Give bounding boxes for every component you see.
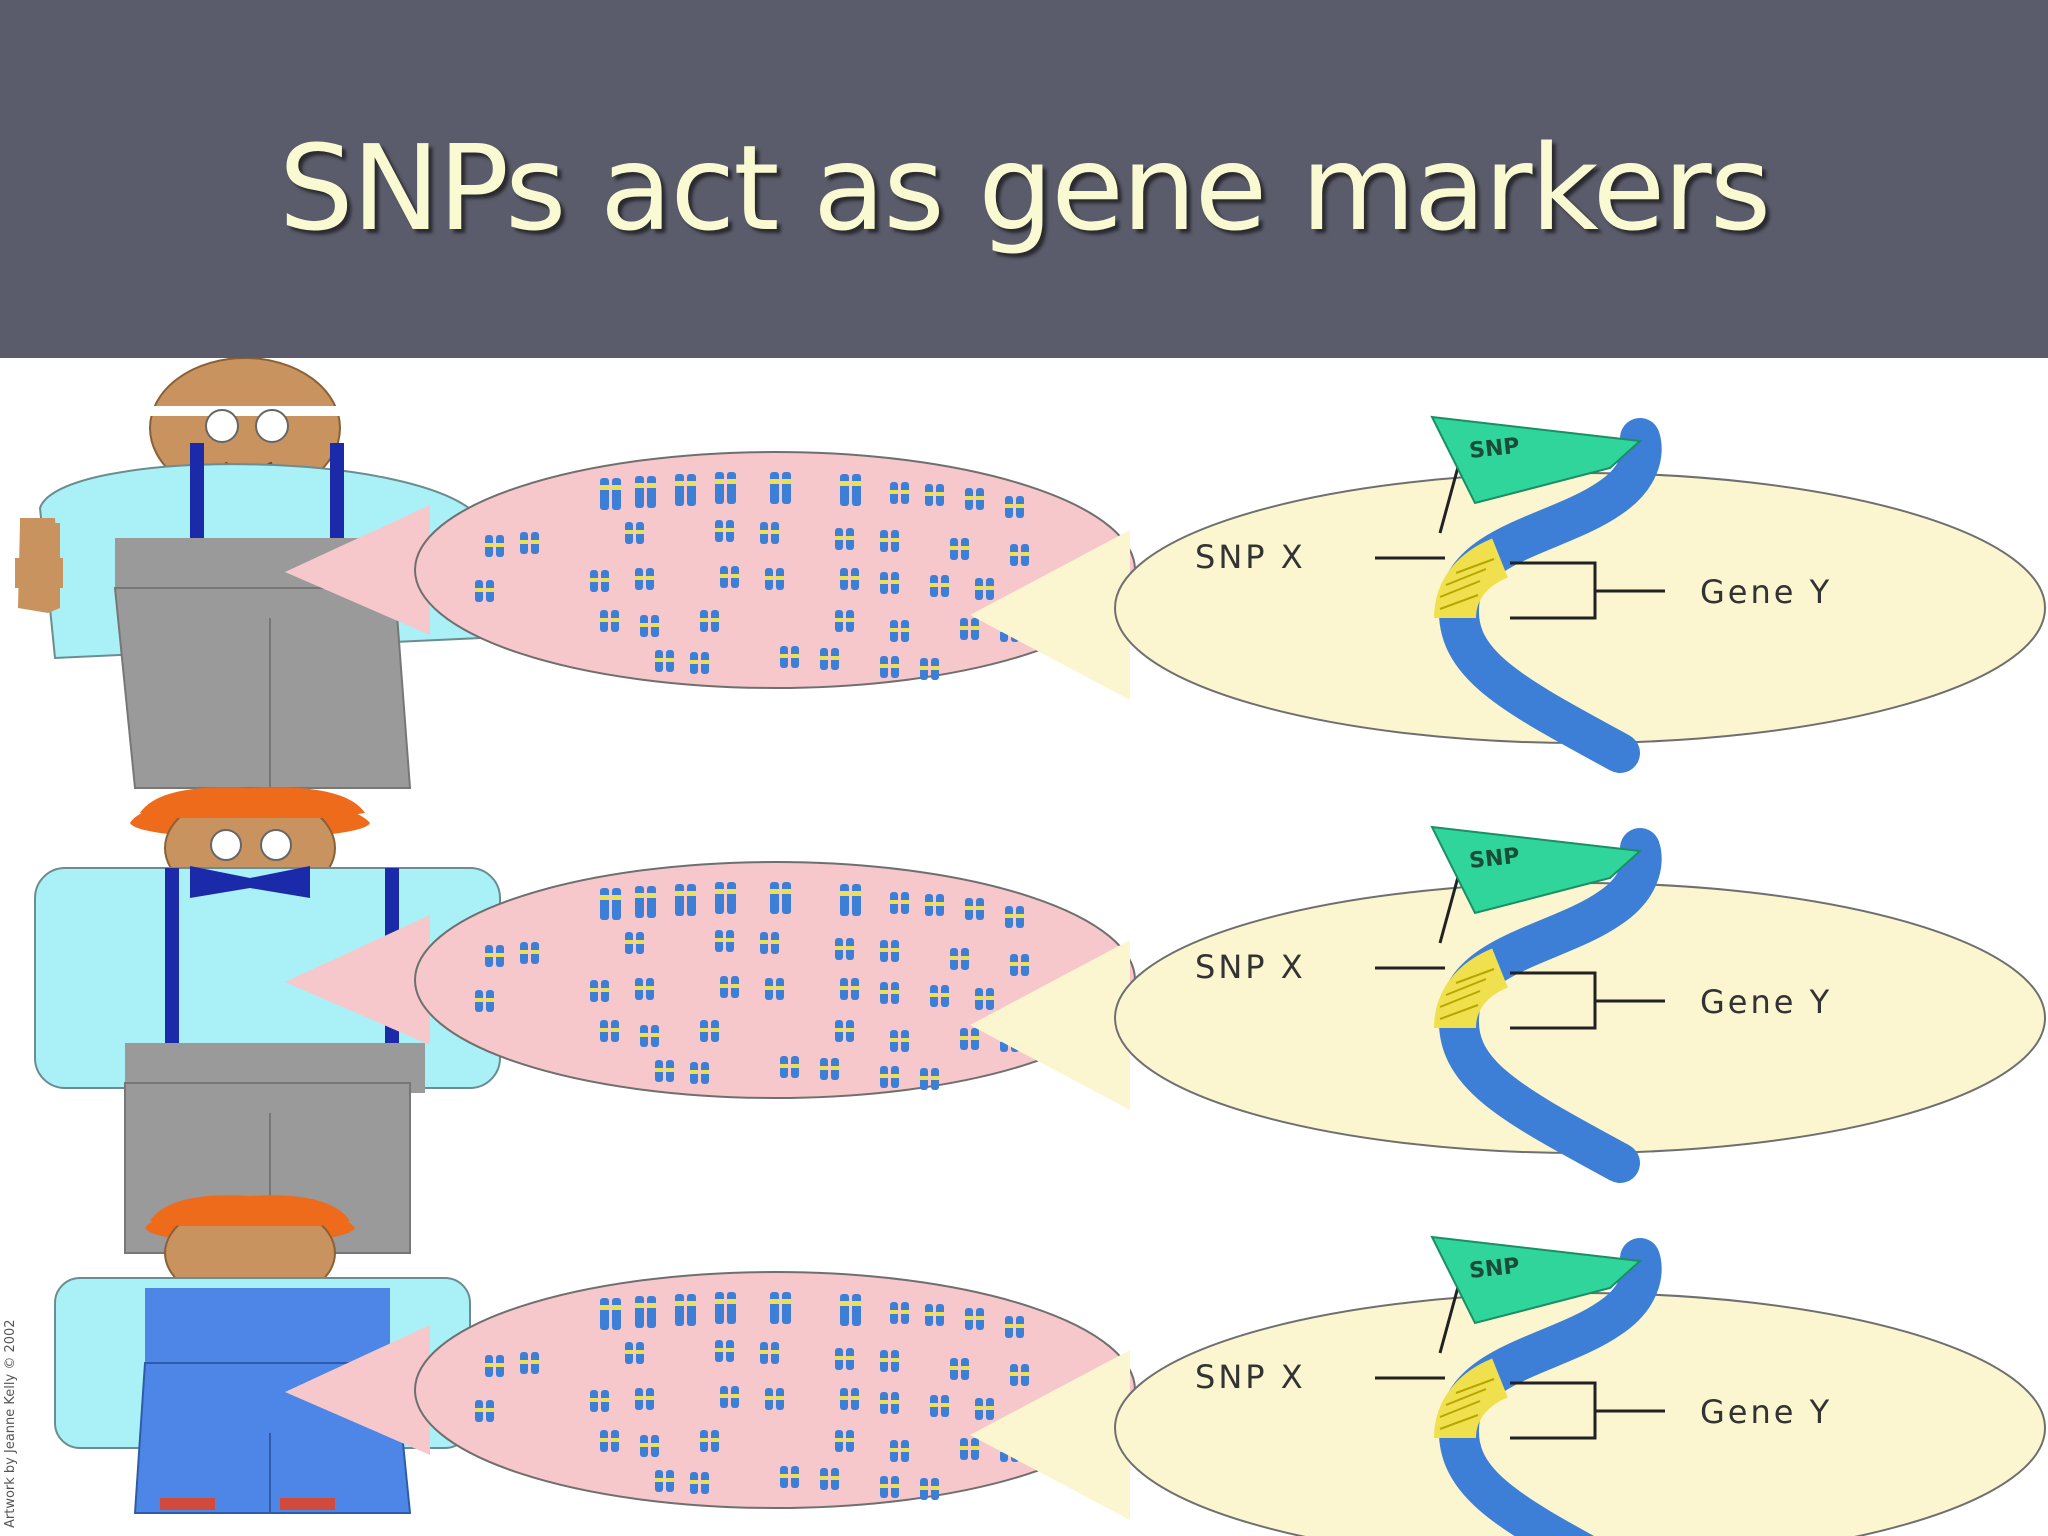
gene-y-label-1: Gene Y <box>1700 573 1832 611</box>
zoom-circle-1: SNP SNP X Gene Y <box>1115 417 2045 753</box>
snp-x-label-1: SNP X <box>1195 538 1306 576</box>
snp-flag-label-1: SNP <box>1468 434 1521 464</box>
snp-x-label-2: SNP X <box>1195 948 1306 986</box>
artwork-credit: Artwork by Jeanne Kelly © 2002 <box>3 1319 18 1528</box>
person-father <box>33 785 502 1255</box>
slide-title: SNPs act as gene markers <box>278 119 1771 257</box>
gene-y-label-3: Gene Y <box>1700 1393 1832 1431</box>
title-bar: SNPs act as gene markers <box>0 0 2048 358</box>
snp-diagram: SNP SNP X Gene Y SNP SNP X Gene Y SNP SN… <box>3 358 2048 1536</box>
snp-flag-label-3: SNP <box>1468 1254 1521 1284</box>
snp-flag-label-2: SNP <box>1468 844 1521 874</box>
gene-y-label-2: Gene Y <box>1700 983 1832 1021</box>
snp-x-label-3: SNP X <box>1195 1358 1306 1396</box>
zoom-circle-2: SNP SNP X Gene Y <box>1115 827 2045 1163</box>
zoom-circle-3: SNP SNP X Gene Y <box>1115 1237 2045 1536</box>
